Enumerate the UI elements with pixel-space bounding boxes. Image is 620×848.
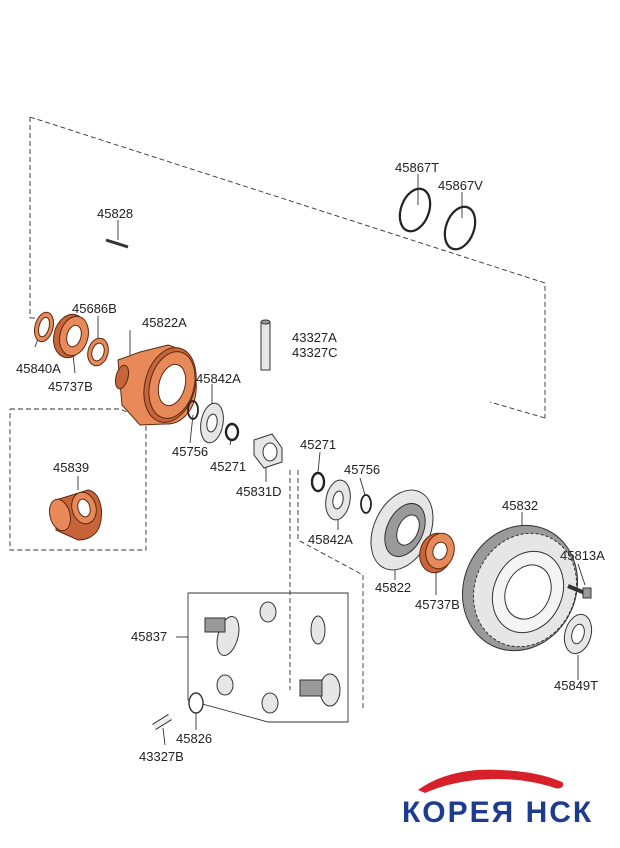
gear-set-box [176,592,349,723]
label-45867v: 45867V [438,178,483,193]
label-45756-left: 45756 [172,444,208,459]
bearing-45839 [48,489,102,541]
label-45837: 45837 [131,629,167,644]
bearing-45737b-left [53,313,89,359]
bolt-45813a [567,584,592,599]
label-43327c: 43327C [292,345,338,360]
label-45822a: 45822A [142,315,187,330]
ring-45271-left [224,422,240,442]
label-45737b-left: 45737B [48,379,93,394]
label-45839: 45839 [53,460,89,475]
label-45822: 45822 [375,580,411,595]
pin-43327b [152,714,172,730]
label-45756-right: 45756 [344,462,380,477]
label-43327b: 43327B [139,749,184,764]
assembly-outline-shaft [289,470,364,710]
watermark-text: КОРЕЯ НСК [402,796,593,829]
assembly-outline-bearing [9,408,147,551]
label-43327a: 43327A [292,330,337,345]
washer-45842a-upper [200,402,224,444]
label-45849t: 45849T [554,678,598,693]
gear-set-45837 [204,601,341,714]
pin-45828 [105,238,129,249]
label-45840a: 45840A [16,361,61,376]
shaft-43327a [260,319,271,371]
ring-gear-45832 [461,524,579,652]
snap-ring-45867t [398,187,432,233]
label-45813a: 45813A [560,548,605,563]
label-45831d: 45831D [236,484,282,499]
ring-45271-right [310,471,326,493]
ring-45756-left [187,400,199,420]
ring-45756-right [360,494,372,514]
washer-45849t [563,613,593,655]
label-45867t: 45867T [395,160,439,175]
ring-45686b [87,337,109,367]
label-45832: 45832 [502,498,538,513]
label-45271-left: 45271 [210,459,246,474]
leader-lines [34,174,586,746]
watermark-logo: КОРЕЯ НСК [402,769,593,829]
watermark-car-swoosh-icon [418,769,564,793]
label-45826: 45826 [176,731,212,746]
label-45686b: 45686B [72,301,117,316]
differential-case-45822a [114,344,197,426]
label-45828: 45828 [97,206,133,221]
label-45842a-upper: 45842A [196,371,241,386]
snap-ring-45867v [443,205,477,251]
washer-45842a-lower [325,479,351,521]
washer-45826 [188,692,204,714]
assembly-outline-main [29,116,546,419]
label-45737b-right: 45737B [415,597,460,612]
label-45842a-lower: 45842A [308,532,353,547]
label-45271-right: 45271 [300,437,336,452]
differential-case-45822 [370,489,434,571]
bearing-45737b-right [419,532,455,574]
block-45831d [253,433,283,469]
part-labels: 45867T 45867V 45828 45686B 45822A 43327A… [16,160,605,764]
